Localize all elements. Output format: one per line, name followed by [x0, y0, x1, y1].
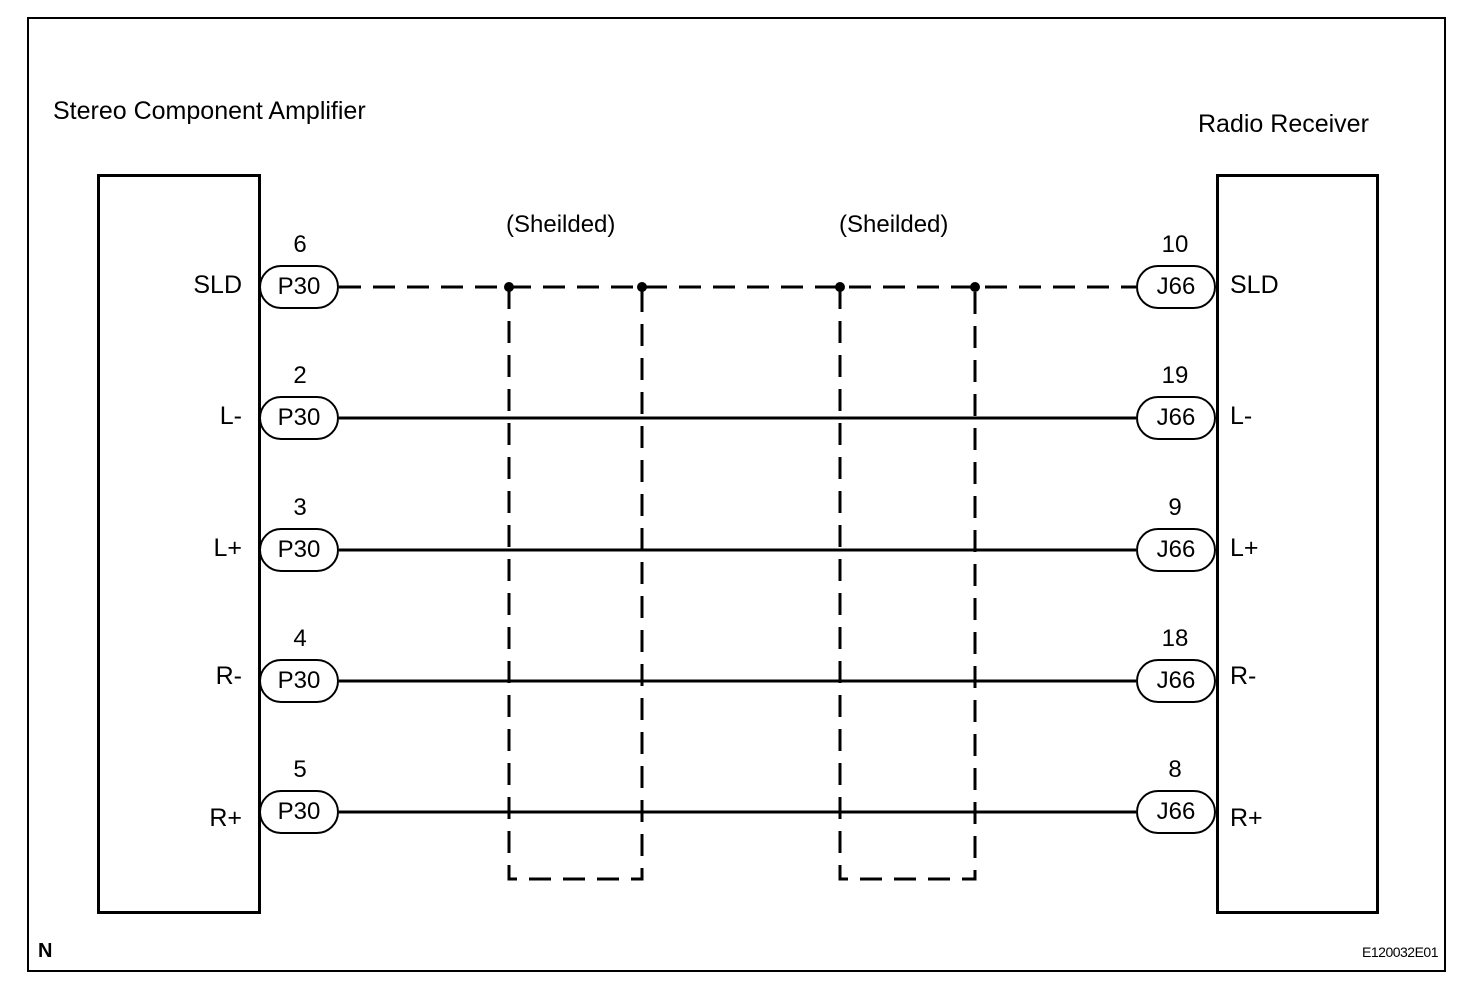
junction-dot — [504, 282, 514, 292]
right-pin-number-l-plus: 9 — [1168, 494, 1182, 521]
junction-dot — [637, 282, 647, 292]
left-component-title: Stereo Component Amplifier — [53, 97, 366, 125]
shield-label-1: (Sheilded) — [506, 211, 616, 238]
shield-label-2: (Sheilded) — [839, 211, 949, 238]
left-pin-label-sld: SLD — [193, 271, 242, 299]
left-pin-number-sld: 6 — [293, 231, 307, 258]
left-connector-r-plus: P30 — [259, 790, 339, 834]
shield-outlines — [507, 287, 977, 881]
right-pin-number-r-minus: 18 — [1161, 625, 1189, 652]
right-connector-l-minus: J66 — [1136, 396, 1216, 440]
shield-outline-2 — [838, 287, 977, 881]
shield-outline-1 — [507, 287, 644, 881]
left-pin-label-l-plus: L+ — [213, 534, 242, 562]
right-pin-label-l-minus: L- — [1230, 402, 1253, 430]
left-connector-l-plus: P30 — [259, 528, 339, 572]
left-pin-number-l-minus: 2 — [293, 362, 307, 389]
junction-dot — [970, 282, 980, 292]
right-pin-number-r-plus: 8 — [1168, 756, 1182, 783]
right-connector-r-minus: J66 — [1136, 659, 1216, 703]
diagram-frame — [27, 17, 1446, 972]
right-pin-label-r-plus: R+ — [1230, 804, 1263, 832]
stereo-component-amplifier-box — [97, 174, 261, 914]
right-connector-sld: J66 — [1136, 265, 1216, 309]
left-connector-r-minus: P30 — [259, 659, 339, 703]
corner-mark: N — [38, 940, 53, 962]
wire-lines — [339, 285, 1136, 814]
left-pin-number-l-plus: 3 — [293, 494, 307, 521]
radio-receiver-box — [1216, 174, 1379, 914]
right-pin-number-sld: 10 — [1161, 231, 1189, 258]
left-pin-number-r-minus: 4 — [293, 625, 307, 652]
shield-junction-dots — [504, 282, 980, 292]
left-connector-l-minus: P30 — [259, 396, 339, 440]
right-pin-label-r-minus: R- — [1230, 662, 1257, 690]
left-pin-label-r-plus: R+ — [209, 804, 242, 832]
right-connector-r-plus: J66 — [1136, 790, 1216, 834]
right-connector-l-plus: J66 — [1136, 528, 1216, 572]
left-pin-label-r-minus: R- — [215, 662, 242, 690]
left-pin-label-l-minus: L- — [219, 402, 242, 430]
right-component-title: Radio Receiver — [1198, 110, 1369, 138]
junction-dot — [835, 282, 845, 292]
figure-id: E120032E01 — [1362, 944, 1438, 960]
right-pin-label-l-plus: L+ — [1230, 534, 1259, 562]
right-pin-number-l-minus: 19 — [1161, 362, 1189, 389]
left-connector-sld: P30 — [259, 265, 339, 309]
right-pin-label-sld: SLD — [1230, 271, 1279, 299]
left-pin-number-r-plus: 5 — [293, 756, 307, 783]
